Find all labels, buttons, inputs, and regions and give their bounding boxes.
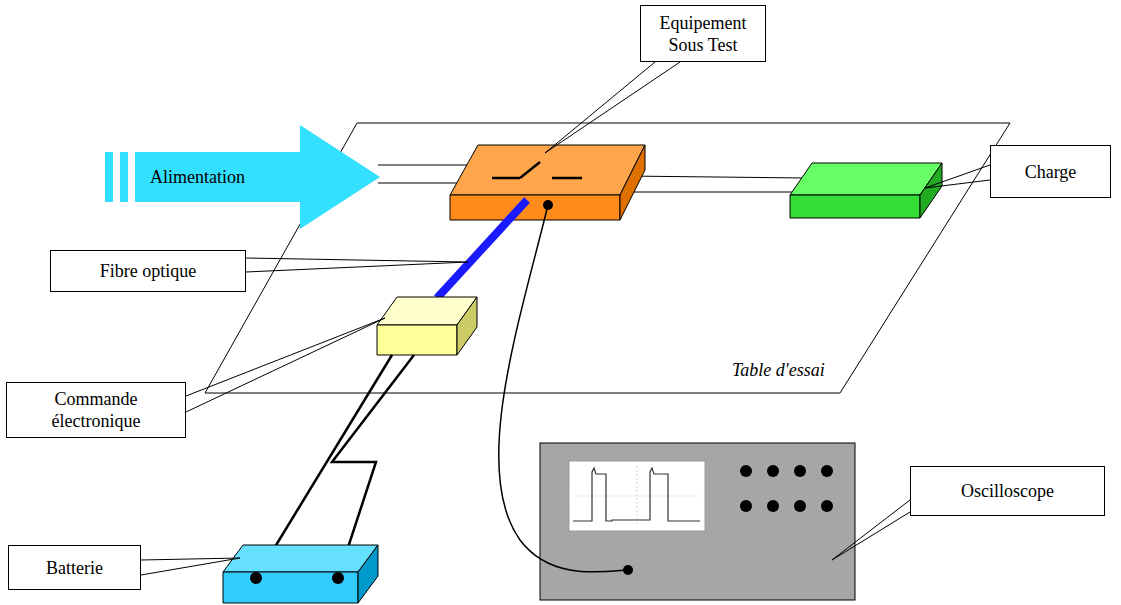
arrow-label: Alimentation <box>150 166 245 188</box>
table-label: Table d'essai <box>732 360 825 381</box>
oscilloscope <box>540 443 855 600</box>
callout-text: Equipement Sous Test <box>648 12 758 56</box>
callout-box: Batterie <box>8 545 141 590</box>
optical-fibre <box>437 200 527 298</box>
probe-cable <box>499 205 628 572</box>
callout-text: Charge <box>1025 161 1077 183</box>
callout-text: Commande électronique <box>36 388 156 432</box>
battery <box>223 545 378 603</box>
callout-box: Fibre optique <box>50 250 246 292</box>
leader-lines <box>141 62 990 575</box>
power-wire <box>378 165 472 166</box>
callout-text: Batterie <box>46 557 103 579</box>
callout-text: Fibre optique <box>100 260 197 282</box>
load-wire <box>625 176 805 178</box>
load-box <box>790 163 942 218</box>
supply-arrow: Alimentation <box>100 123 385 231</box>
callout-box: Oscilloscope <box>910 466 1105 516</box>
control-box <box>377 297 477 355</box>
power-wire <box>378 183 460 184</box>
callout-text: Oscilloscope <box>961 480 1054 502</box>
callout-box: Equipement Sous Test <box>640 5 766 62</box>
callout-box: Commande électronique <box>6 382 186 438</box>
callout-box: Charge <box>990 145 1111 198</box>
